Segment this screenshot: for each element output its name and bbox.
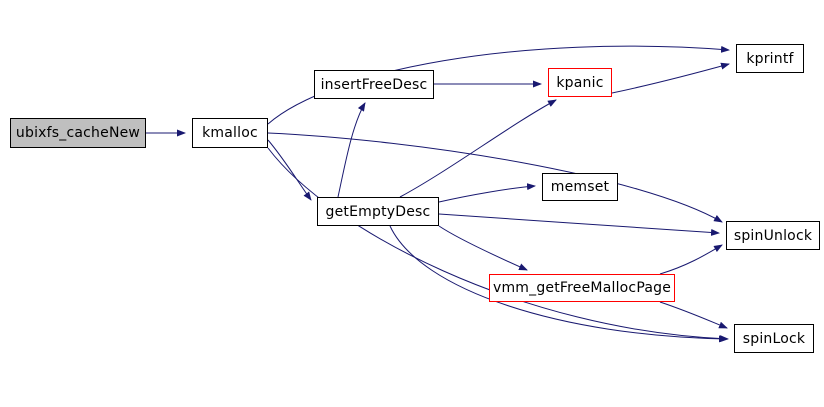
graph-node-spinLock[interactable]: spinLock xyxy=(734,324,814,353)
node-label-memset: memset xyxy=(550,179,610,195)
node-label-spinLock: spinLock xyxy=(742,330,806,347)
edge-vmm_getFreeMallocPage-to-spinLock xyxy=(659,301,728,329)
graph-node-kprintf[interactable]: kprintf xyxy=(736,44,804,73)
graph-node-kpanic[interactable]: kpanic xyxy=(548,68,612,97)
graph-node-insertFreeDesc[interactable]: insertFreeDesc xyxy=(314,70,434,99)
node-label-spinUnlock: spinUnlock xyxy=(733,227,813,244)
edge-getEmptyDesc-to-kpanic xyxy=(399,99,557,198)
edge-getEmptyDesc-to-vmm_getFreeMallocPage xyxy=(438,225,528,271)
edge-getEmptyDesc-to-spinUnlock xyxy=(438,213,720,236)
edge-kpanic-to-kprintf xyxy=(611,62,730,94)
node-label-getEmptyDesc: getEmptyDesc xyxy=(325,203,431,220)
edge-getEmptyDesc-to-spinLock xyxy=(389,225,728,343)
edge-kmalloc-to-spinLock xyxy=(267,147,729,343)
graph-node-memset[interactable]: memset xyxy=(542,173,618,201)
edge-getEmptyDesc-to-insertFreeDesc xyxy=(337,102,366,198)
graph-node-vmm_getFreeMallocPage[interactable]: vmm_getFreeMallocPage xyxy=(489,274,675,302)
edge-kmalloc-to-spinUnlock xyxy=(267,132,723,223)
edge-kmalloc-to-getEmptyDesc xyxy=(267,139,312,201)
graph-node-kmalloc[interactable]: kmalloc xyxy=(192,118,268,148)
edge-group xyxy=(146,45,730,343)
graph-node-spinUnlock[interactable]: spinUnlock xyxy=(726,221,820,250)
node-label-vmm_getFreeMallocPage: vmm_getFreeMallocPage xyxy=(492,280,672,296)
graph-node-getEmptyDesc[interactable]: getEmptyDesc xyxy=(317,197,439,226)
node-label-kmalloc: kmalloc xyxy=(202,125,258,141)
node-label-kprintf: kprintf xyxy=(746,50,794,67)
edge-getEmptyDesc-to-memset xyxy=(438,183,536,203)
node-label-ubixfs_cacheNew: ubixfs_cacheNew xyxy=(15,125,141,141)
graph-node-ubixfs_cacheNew[interactable]: ubixfs_cacheNew xyxy=(10,118,146,148)
edge-vmm_getFreeMallocPage-to-spinUnlock xyxy=(659,244,723,275)
node-label-kpanic: kpanic xyxy=(556,74,604,91)
node-label-insertFreeDesc: insertFreeDesc xyxy=(320,76,428,93)
edge-kmalloc-to-kprintf xyxy=(267,45,730,125)
